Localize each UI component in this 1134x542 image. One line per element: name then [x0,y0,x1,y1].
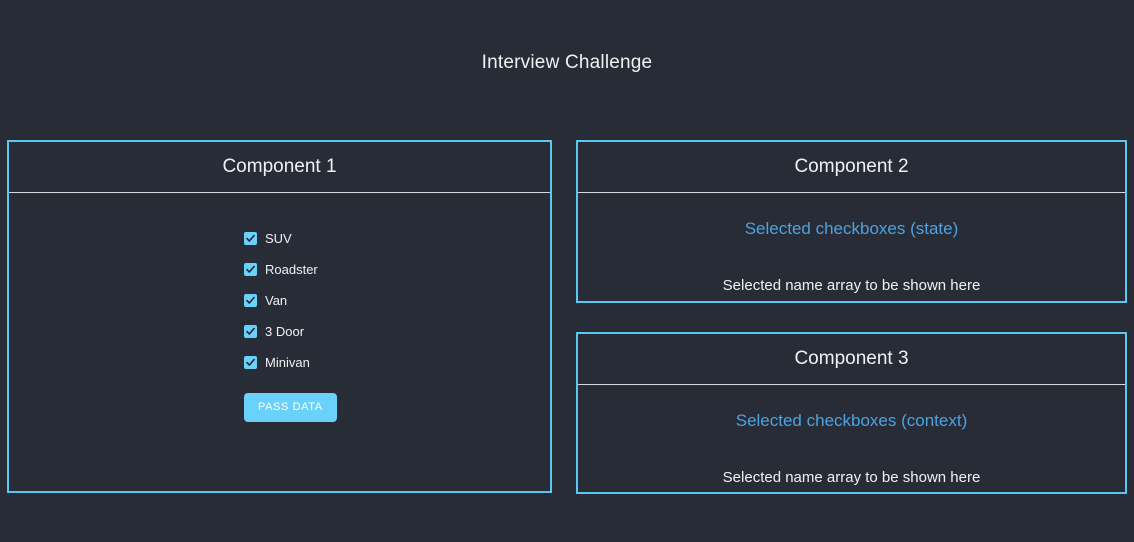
component-1-title: Component 1 [9,142,550,193]
checkbox-label: Roadster [265,261,318,277]
components-board: Component 1 SUV Roadster [7,140,1127,494]
component-3-title: Component 3 [578,334,1125,385]
checkbox-checked-icon[interactable] [244,355,257,369]
app-root: Interview Challenge Component 1 SUV [7,52,1127,494]
component-3-result-value: Selected name array to be shown here [722,469,981,487]
component-2-card: Component 2 Selected checkboxes (state) … [576,140,1127,303]
component-3-card: Component 3 Selected checkboxes (context… [576,332,1127,494]
checkbox-row[interactable]: 3 Door [244,316,304,347]
component-2-body: Selected checkboxes (state) Selected nam… [578,193,1125,325]
pass-data-button[interactable]: PASS DATA [244,392,337,422]
component-2-title: Component 2 [578,142,1125,193]
checkbox-label: Van [265,292,288,308]
component-2-result-title: Selected checkboxes (state) [744,218,959,238]
checkbox-label: Minivan [265,354,310,370]
right-column: Component 2 Selected checkboxes (state) … [576,140,1127,494]
left-column: Component 1 SUV Roadster [7,140,552,493]
component-1-card: Component 1 SUV Roadster [7,140,552,493]
checkbox-checked-icon[interactable] [244,324,257,338]
component-1-body: SUV Roadster Van [9,193,550,542]
component-2-result-value: Selected name array to be shown here [722,277,981,295]
component-3-result-title: Selected checkboxes (context) [735,410,968,430]
checkbox-row[interactable]: Roadster [244,254,318,285]
checkbox-row[interactable]: Van [244,285,287,316]
checkbox-checked-icon[interactable] [244,231,257,245]
checkbox-row[interactable]: SUV [244,223,292,254]
checkbox-checked-icon[interactable] [244,262,257,276]
checkbox-label: SUV [265,230,292,246]
checkbox-checked-icon[interactable] [244,293,257,307]
checkbox-label: 3 Door [265,323,305,339]
component-3-body: Selected checkboxes (context) Selected n… [578,385,1125,517]
page-title: Interview Challenge [481,52,653,73]
checkbox-row[interactable]: Minivan [244,347,310,378]
